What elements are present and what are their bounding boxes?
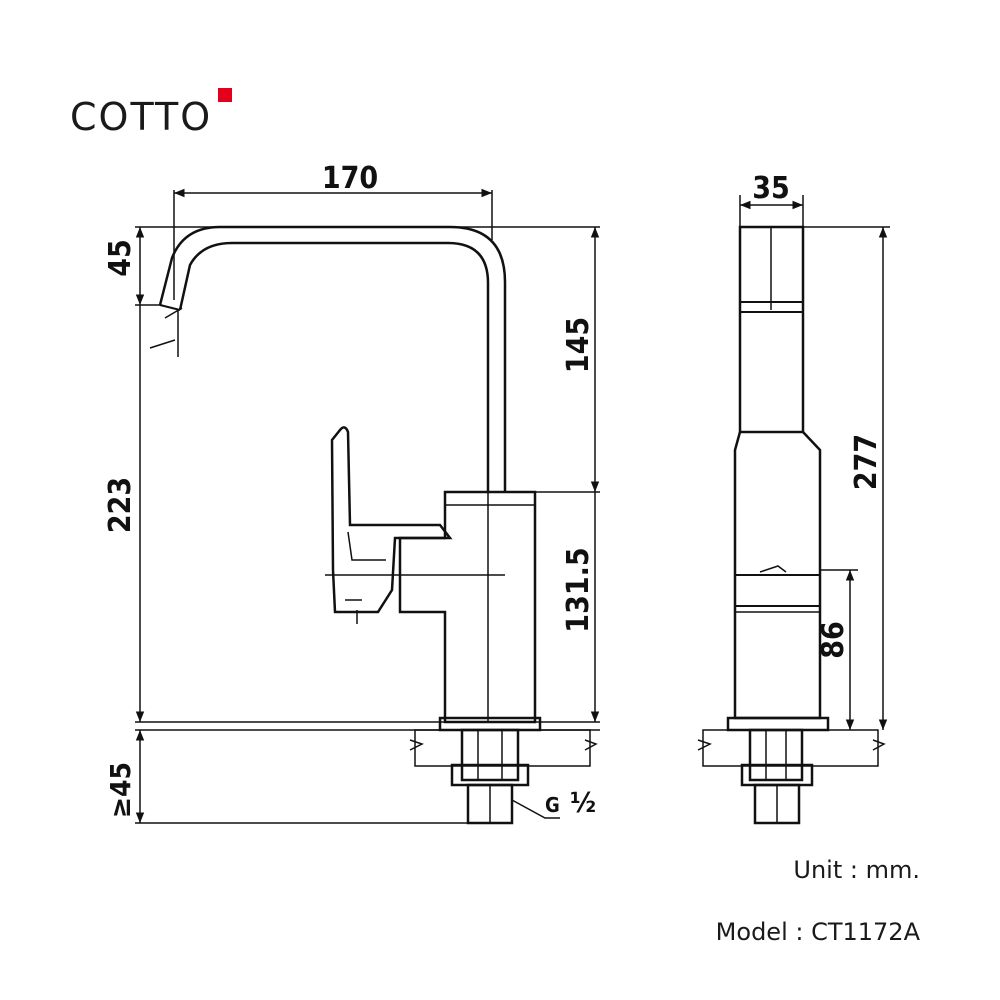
unit-caption: Unit : mm. [793, 856, 920, 884]
spout-inner [178, 241, 490, 492]
brand-logo-mark-icon [218, 88, 232, 102]
front-view [149, 225, 598, 825]
brand-logo: COTTO [70, 95, 213, 139]
side-base-flange [726, 716, 830, 732]
spout-aerator [149, 307, 183, 357]
base-flange [438, 716, 542, 732]
front-dimension-labels: 170 45 223 ≥45 145 131.5 G ½ [103, 161, 596, 819]
deck-break-left [409, 739, 424, 751]
dim-thread: G [545, 793, 560, 817]
side-handle-tip [759, 565, 787, 573]
model-caption: Model : CT1172A [715, 918, 920, 946]
spout-tip [159, 304, 181, 311]
dim-spout-height: 145 [561, 317, 596, 373]
dim-total-height-side: 277 [849, 434, 884, 490]
lock-nut [450, 763, 530, 787]
dim-spout-reach: 170 [322, 161, 378, 196]
logo-square [218, 88, 232, 102]
faucet-handle [330, 426, 453, 614]
side-dimensions [739, 195, 890, 730]
dim-side-lower-height: 86 [816, 621, 851, 659]
side-dimension-labels: 35 277 86 [752, 171, 884, 659]
dim-total-height-front: 223 [103, 477, 138, 533]
dim-spout-drop: 45 [103, 239, 138, 277]
dim-deck-thickness: ≥45 [104, 762, 137, 818]
dim-thread-size: ½ [570, 786, 596, 819]
dim-side-width: 35 [752, 171, 790, 206]
dim-body-height: 131.5 [561, 547, 596, 632]
faucet-body [398, 490, 537, 724]
deck-break-right [584, 739, 598, 751]
side-view [697, 225, 886, 825]
side-deck-plate [702, 729, 879, 767]
shank-outer [460, 728, 520, 782]
handle-inner [345, 531, 386, 624]
side-shank [748, 728, 804, 782]
front-dimensions [135, 188, 600, 824]
